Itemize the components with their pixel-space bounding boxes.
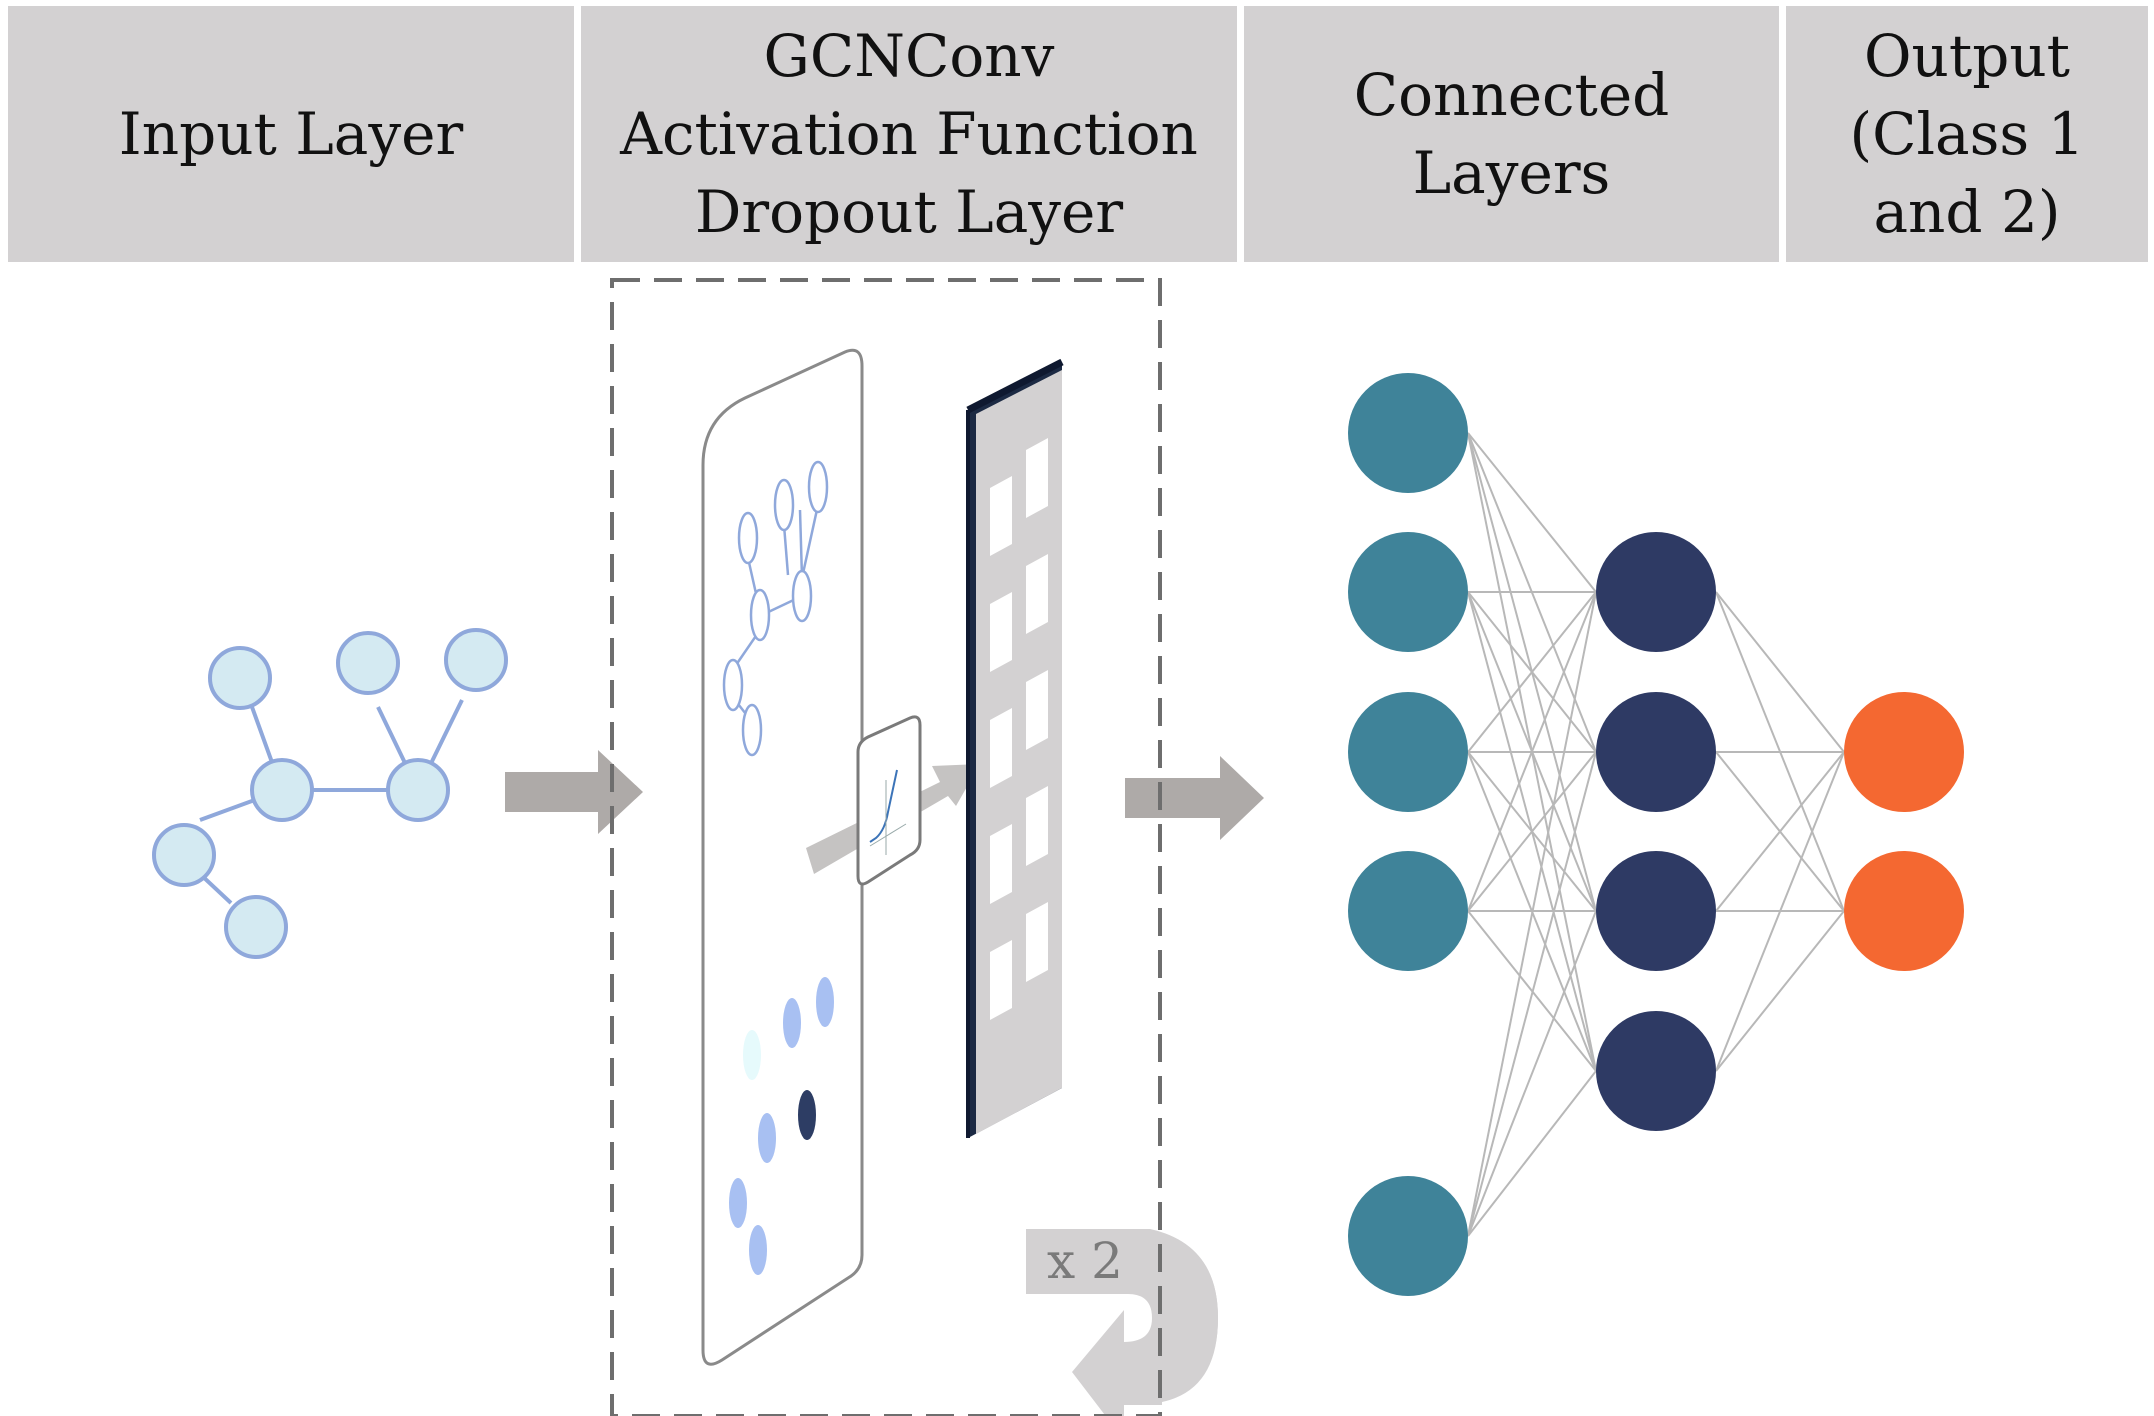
dropout-layer-icon — [966, 358, 1064, 1138]
header-input-line-1: Input Layer — [118, 100, 464, 168]
header-output-line-1: Output — [1863, 22, 2070, 90]
network-connections — [1467, 432, 1845, 1237]
repeat-label: x 2 — [1047, 1232, 1123, 1290]
output-neuron — [1844, 692, 1964, 812]
network-neurons — [1348, 373, 1964, 1296]
header-connected-layers: Connected Layers — [1244, 6, 1779, 262]
network-edge — [1467, 432, 1597, 593]
network-edge — [1715, 910, 1845, 1072]
header-output: Output (Class 1 and 2) — [1786, 6, 2148, 262]
network-edge — [1467, 591, 1597, 753]
hidden-neuron — [1596, 692, 1716, 812]
hidden-neuron — [1596, 851, 1716, 971]
activation-icon — [856, 715, 922, 886]
input-neuron — [1348, 532, 1468, 652]
input-neuron — [1348, 692, 1468, 812]
graph-node — [224, 895, 288, 959]
network-edge — [1467, 910, 1597, 1237]
network-edge — [1467, 751, 1597, 1237]
arrow-right-icon — [505, 750, 643, 834]
graph-node — [152, 823, 216, 887]
hidden-neuron — [1596, 1011, 1716, 1131]
network-edge — [1467, 591, 1597, 1237]
graph-node — [208, 646, 272, 710]
gcn-block-boundary — [610, 278, 1162, 1416]
graph-node — [386, 758, 450, 822]
header-gcn-line-2: Activation Function — [620, 100, 1198, 168]
hidden-neuron — [1596, 532, 1716, 652]
mini-graph-icon — [722, 460, 829, 757]
header-output-line-3: and 2) — [1873, 178, 2061, 246]
node-embedding-dots — [729, 977, 834, 1275]
network-edge — [1467, 751, 1597, 912]
header-connected-line-1: Connected — [1353, 61, 1670, 129]
input-neuron — [1348, 373, 1468, 493]
header-gcn-block: GCNConv Activation Function Dropout Laye… — [581, 6, 1237, 262]
graph-node — [336, 631, 400, 695]
gcn-plane-icon — [701, 348, 864, 1366]
arrow-right-icon — [1125, 756, 1264, 840]
dropout-cells — [990, 438, 1048, 1020]
network-edge — [1715, 751, 1845, 1072]
network-edge — [1715, 591, 1845, 753]
header-gcn-line-1: GCNConv — [763, 22, 1055, 90]
graph-node — [444, 628, 508, 692]
graph-node — [250, 758, 314, 822]
header-input-layer: Input Layer — [8, 6, 574, 262]
network-edge — [1467, 1070, 1597, 1237]
output-neuron — [1844, 851, 1964, 971]
header-gcn-line-3: Dropout Layer — [694, 178, 1124, 246]
network-edge — [1715, 751, 1845, 912]
header-connected-line-2: Layers — [1412, 139, 1611, 207]
graph-icon — [152, 628, 508, 959]
network-edge — [1467, 591, 1597, 912]
input-neuron — [1348, 1176, 1468, 1296]
input-neuron — [1348, 851, 1468, 971]
header-output-line-2: (Class 1 — [1849, 100, 2085, 168]
loop-arrow-icon — [1026, 1229, 1218, 1416]
